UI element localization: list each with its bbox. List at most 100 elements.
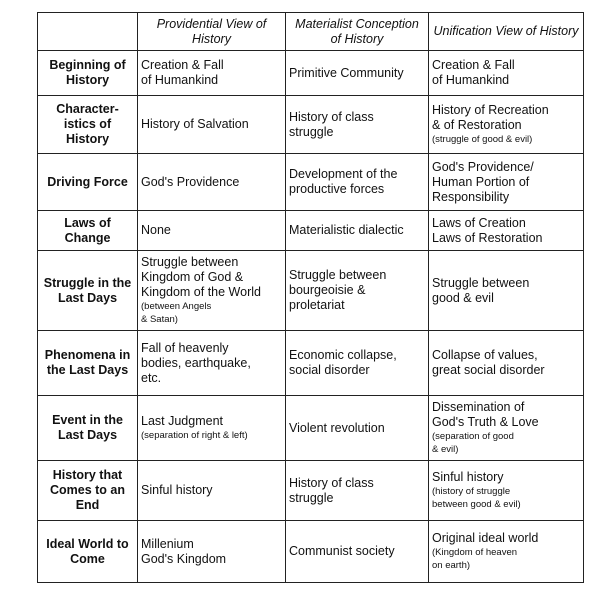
cell-line: & Satan) [141,314,178,325]
cell-line: (separation of good [432,431,514,442]
table-cell: Materialistic dialectic [285,210,429,251]
table-cell: Sinful history (history of struggle betwee… [428,460,584,521]
cell-line: on earth) [432,560,471,571]
row-label: Event in the Last Days [37,395,138,461]
row-label: Phenomena in the Last Days [37,330,138,396]
cell-line: Struggle between [289,268,387,282]
header-providential: Providential View of History [137,12,286,51]
cell-line: bodies, earthquake, [141,355,251,370]
cell-line: Last Judgment [141,414,223,428]
cell-line: Dissemination of [432,400,525,414]
cell-line: Millenium [141,536,194,551]
cell-line: between good & evil) [432,499,521,510]
table-cell: God's Providence [137,153,286,211]
table-cell: Collapse of values,great social disorder [428,330,584,396]
cell-line: Economic collapse, [289,348,397,362]
cell-line: God's Truth & Love [432,415,539,429]
cell-line: Responsibility [432,189,510,204]
cell-line: (between Angels [141,301,212,312]
header-materialist: Materialist Conception of History [285,12,429,51]
cell-line: God's Providence/ [432,159,534,174]
cell-line: (history of struggle [432,486,511,497]
cell-line: social disorder [289,363,370,377]
table-cell: Economic collapse,social disorder [285,330,429,396]
header-row: Providential View of History Materialist… [37,12,584,51]
cell-line: Collapse of values, [432,348,538,362]
cell-line: bourgeoisie & [289,283,366,297]
table-cell: Last Judgment (separation of right & left… [137,395,286,461]
row-label: Beginning of History [37,50,138,96]
table-cell: Original ideal world (Kingdom of heaven on… [428,520,584,583]
cell-line: Communist society [289,544,395,558]
cell-line: God's Kingdom [141,551,227,566]
header-empty [37,12,138,51]
cell-line: Kingdom of God & [141,270,244,284]
cell-line: struggle [289,124,334,139]
comparison-table: Providential View of History Materialist… [37,12,584,583]
cell-line: Struggle between [141,255,239,269]
cell-line: None [141,223,171,237]
cell-line: God's Providence [141,174,240,189]
cell-line: Sinful history [432,470,504,484]
cell-line: History of class [289,475,374,490]
cell-line: History of Recreation [432,103,549,117]
cell-line: struggle [289,490,334,505]
cell-line: Creation & Fall [432,58,515,72]
cell-line: Laws of Creation [432,215,526,230]
cell-line: (Kingdom of heaven [432,547,518,558]
row-label: Ideal World to Come [37,520,138,583]
cell-line: productive forces [289,182,385,196]
row-label: History that Comes to an End [37,460,138,521]
cell-line: (struggle of good & evil) [432,134,533,145]
table-cell: Violent revolution [285,395,429,461]
cell-line: etc. [141,370,162,385]
cell-line: of Humankind [432,73,510,87]
cell-line: Human Portion of [432,174,530,189]
cell-line: proletariat [289,298,345,312]
cell-line: Struggle between [432,275,530,290]
cell-line: & of Restoration [432,118,522,132]
table-cell: None [137,210,286,251]
row-label: Laws of Change [37,210,138,251]
table-cell: Sinful history [137,460,286,521]
cell-line: Development of the [289,167,398,181]
cell-line: History of Salvation [141,117,249,131]
cell-line: Laws of Restoration [432,230,543,245]
cell-line: (separation of right & left) [141,430,248,441]
row-label: Character-istics of History [37,95,138,154]
header-unification: Unification View of History [428,12,584,51]
row-label: Struggle in the Last Days [37,250,138,331]
table-cell: Communist society [285,520,429,583]
cell-line: Sinful history [141,483,213,497]
cell-line: good & evil [432,290,494,305]
cell-line: & evil) [432,444,459,455]
cell-line: Violent revolution [289,420,385,435]
cell-line: of Humankind [141,73,219,87]
cell-line: Original ideal world [432,531,539,545]
cell-line: great social disorder [432,363,545,377]
table-cell: History of Salvation [137,95,286,154]
cell-line: History of class [289,109,374,124]
cell-line: Materialistic dialectic [289,223,404,237]
table-cell: Primitive Community [285,50,429,96]
